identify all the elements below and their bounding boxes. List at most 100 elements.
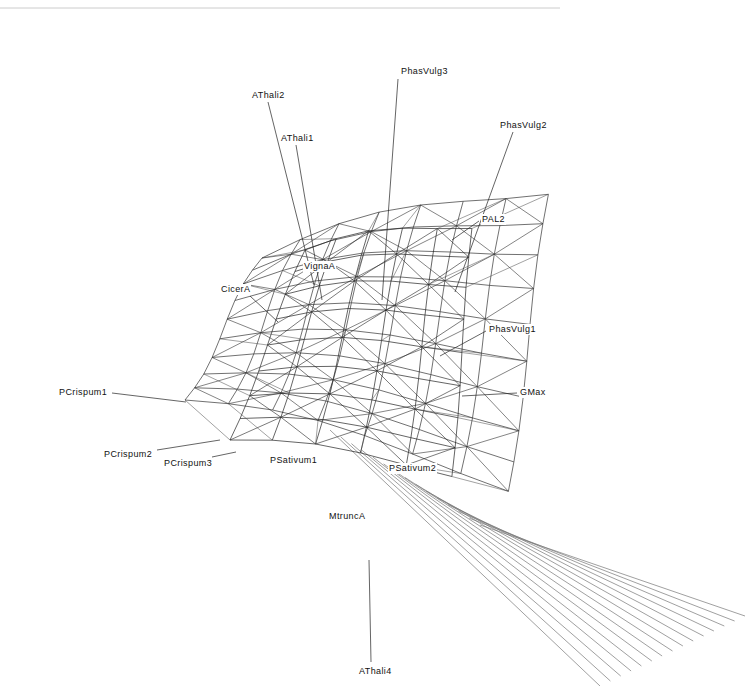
mesh-edge [494,226,500,255]
leader-line [462,393,517,396]
mesh-edge [458,386,460,418]
mesh-edge [246,373,289,374]
mesh-diagonal [227,319,261,333]
mesh-edge [390,306,395,335]
mesh-edge [397,228,403,254]
mesh-strut [361,436,365,453]
mesh-edge [461,474,509,492]
mesh-edge [361,231,368,255]
mesh-edge [268,305,309,311]
mesh-edge [530,289,534,325]
mesh-strut [472,194,549,228]
mesh-diagonal [357,251,406,277]
tail-line [341,437,611,681]
mesh-strut [354,253,364,281]
mesh-edge [303,329,346,331]
mesh-strut [220,339,268,345]
mesh-diagonal [342,337,377,371]
mesh-edge [342,309,348,338]
mesh-edge [361,254,396,255]
mesh-edge [463,199,506,202]
sequence-label: PCrispum3 [163,458,213,469]
mesh-edge [422,315,425,347]
mesh-edge [425,315,464,319]
mesh-edge [342,337,381,340]
mesh-diagonal [243,254,291,284]
mesh-edge [276,294,285,319]
mesh-edge [289,393,330,395]
mesh-edge [348,281,354,309]
mesh-strut [382,335,391,341]
mesh-edge [252,254,291,270]
mesh-edge [230,419,240,441]
mesh-edge [455,418,458,448]
mesh-edge [382,341,422,347]
mesh-edge [204,373,246,374]
leader-line [440,331,486,356]
mesh-strut [330,380,334,394]
mesh-edge [195,388,238,389]
mesh-edge [268,289,275,310]
mesh-edge [331,232,372,241]
sequence-label: MtruncA [328,511,366,522]
mesh-edge [482,353,527,361]
mesh-edge [336,337,342,366]
mesh-diagonal [415,409,455,448]
mesh-edge [371,212,379,232]
mesh-strut [391,251,407,281]
mesh-diagonal [436,319,486,344]
mesh-edge [433,256,469,257]
mesh-edge [415,409,458,418]
mesh-edge [395,306,440,312]
mesh-strut [452,477,509,492]
mesh-strut [458,418,519,431]
leader-line [112,393,186,402]
mesh-diagonal [397,254,429,285]
mesh-strut [300,239,336,240]
mesh-edge [466,257,469,287]
mesh-edge [354,280,391,281]
sequence-label: PSativum1 [269,455,318,466]
top-rule [0,8,560,9]
tail-line [480,525,745,616]
mesh-edge [281,417,323,419]
mesh-edge [227,301,235,320]
leader-line [296,145,322,300]
mesh-edge [212,354,254,358]
mesh-diagonal [316,427,367,444]
leader-line [250,296,278,322]
mesh-edge [413,430,420,455]
mesh-edge [240,396,250,419]
mesh-diagonal [285,294,311,312]
mesh-edge [508,462,514,491]
mesh-strut [429,254,495,284]
tail-line [394,471,662,656]
mesh-diagonal [330,371,377,394]
mesh-edge [377,341,382,371]
mesh-edge [185,400,228,404]
mesh-diagonal [305,250,328,262]
mesh-strut [262,250,305,258]
mesh-strut [462,353,527,362]
mesh-edge [300,224,339,240]
mesh-diagonal [330,394,367,427]
mesh-edge [243,271,282,285]
mesh-edge [437,228,472,229]
mesh-edge [250,393,290,396]
mesh-edge [228,389,237,404]
mesh-edge [339,212,379,224]
mesh-edge [316,444,361,453]
mesh-edge [227,311,268,320]
mesh-edge [429,256,433,285]
mesh-diagonal [457,226,495,254]
mesh-diagonal [372,403,425,413]
mesh-edge [386,310,425,315]
mesh-diagonal [494,224,543,255]
sequence-label: PhasVulg2 [499,120,548,131]
tail-line [448,505,714,631]
leader-line [452,221,479,240]
mesh-edge [477,353,481,387]
tail-line [459,511,725,626]
mesh-edge [283,254,292,270]
mesh-diagonal [281,417,316,444]
